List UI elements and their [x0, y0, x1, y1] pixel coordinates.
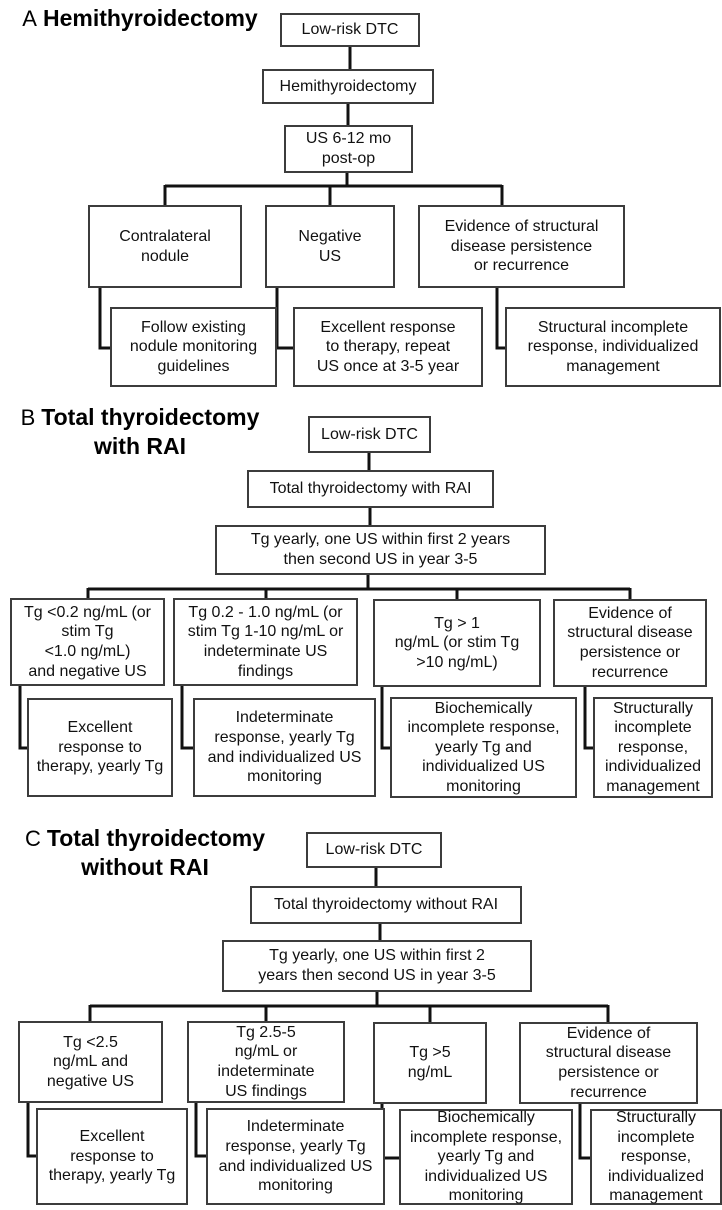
- panel-b-surgery-box: Total thyroidectomy with RAI: [247, 470, 494, 508]
- panel-a-outcome-1-box: Follow existing nodule monitoring guidel…: [110, 307, 277, 387]
- panel-c-surgery-box: Total thyroidectomy without RAI: [250, 886, 522, 924]
- panel-b-connectors: [18, 453, 632, 750]
- panel-b-followup-box: Tg yearly, one US within first 2 years t…: [215, 525, 546, 575]
- panel-a-connectors: [98, 47, 507, 350]
- panel-c-title-line2: without RAI: [81, 853, 209, 880]
- panel-c-letter: C: [25, 826, 41, 851]
- panel-c-connectors: [26, 868, 610, 1160]
- panel-c-condition-3-box: Tg >5 ng/mL: [373, 1022, 487, 1104]
- panel-a-outcome-2-box: Excellent response to therapy, repeat US…: [293, 307, 483, 387]
- panel-a-condition-3-box: Evidence of structural disease persisten…: [418, 205, 625, 288]
- panel-b-condition-3-box: Tg > 1 ng/mL (or stim Tg >10 ng/mL): [373, 599, 541, 687]
- panel-a-condition-2-box: Negative US: [265, 205, 395, 288]
- panel-b-letter: B: [20, 405, 36, 430]
- panel-c-root-box: Low-risk DTC: [306, 832, 442, 868]
- panel-c-title-text: Total thyroidectomy: [46, 825, 265, 851]
- panel-a-followup-box: US 6-12 mo post-op: [284, 125, 413, 173]
- panel-b-condition-1-box: Tg <0.2 ng/mL (or stim Tg <1.0 ng/mL) an…: [10, 598, 165, 686]
- panel-c-condition-1-box: Tg <2.5 ng/mL and negative US: [18, 1021, 163, 1103]
- panel-c-outcome-3-box: Biochemically incomplete response, yearl…: [399, 1109, 573, 1205]
- panel-b-outcome-2-box: Indeterminate response, yearly Tg and in…: [193, 698, 376, 797]
- panel-c-outcome-4-box: Structurally incomplete response, indivi…: [590, 1109, 722, 1205]
- panel-b-outcome-4-box: Structurally incomplete response, indivi…: [593, 697, 713, 798]
- panel-a-title-text: Hemithyroidectomy: [42, 5, 258, 31]
- panel-b-root-box: Low-risk DTC: [308, 416, 431, 453]
- panel-a-condition-1-box: Contralateral nodule: [88, 205, 242, 288]
- panel-b-outcome-1-box: Excellent response to therapy, yearly Tg: [27, 698, 173, 797]
- panel-c-outcome-2-box: Indeterminate response, yearly Tg and in…: [206, 1108, 385, 1205]
- panel-a-outcome-3-box: Structural incomplete response, individu…: [505, 307, 721, 387]
- panel-c-condition-2-box: Tg 2.5-5 ng/mL or indeterminate US findi…: [187, 1021, 345, 1103]
- panel-b-title-line2: with RAI: [94, 432, 186, 459]
- panel-c-followup-box: Tg yearly, one US within first 2 years t…: [222, 940, 532, 992]
- panel-a-letter: A: [22, 6, 37, 31]
- panel-b-condition-2-box: Tg 0.2 - 1.0 ng/mL (or stim Tg 1-10 ng/m…: [173, 598, 358, 686]
- panel-c-outcome-1-box: Excellent response to therapy, yearly Tg: [36, 1108, 188, 1205]
- panel-c-condition-4-box: Evidence of structural disease persisten…: [519, 1022, 698, 1104]
- panel-b-title-text: Total thyroidectomy: [41, 404, 260, 430]
- panel-b-condition-4-box: Evidence of structural disease persisten…: [553, 599, 707, 687]
- panel-a-root-box: Low-risk DTC: [280, 13, 420, 47]
- panel-b-outcome-3-box: Biochemically incomplete response, yearl…: [390, 697, 577, 798]
- panel-a-surgery-box: Hemithyroidectomy: [262, 69, 434, 104]
